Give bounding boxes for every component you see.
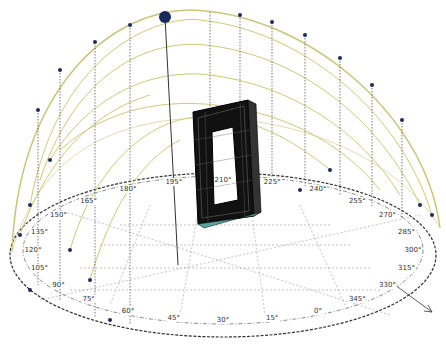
azimuth-label: 75°	[81, 295, 95, 303]
azimuth-label: 300°	[404, 246, 423, 254]
azimuth-label: 165°	[79, 197, 98, 205]
azimuth-label: 105°	[30, 264, 49, 272]
azimuth-label: 0°	[313, 307, 323, 315]
azimuth-label: 180°	[119, 185, 138, 193]
azimuth-label: 30°	[216, 316, 230, 324]
azimuth-label: 60°	[121, 307, 135, 315]
azimuth-label: 225°	[263, 178, 282, 186]
azimuth-label: 15°	[265, 314, 279, 322]
azimuth-label: 120°	[24, 246, 43, 254]
azimuth-label: 210°	[214, 176, 233, 184]
azimuth-label: 345°	[348, 295, 367, 303]
azimuth-label: 315°	[397, 264, 416, 272]
azimuth-label: 90°	[51, 281, 65, 289]
azimuth-label: 330°	[378, 281, 397, 289]
azimuth-label: 255°	[348, 197, 367, 205]
azimuth-label: 150°	[49, 211, 68, 219]
azimuth-label: 195°	[164, 178, 183, 186]
azimuth-label: 135°	[30, 228, 49, 236]
azimuth-label: 45°	[167, 314, 181, 322]
azimuth-label: 270°	[378, 211, 397, 219]
azimuth-label: 240°	[309, 185, 328, 193]
azimuth-label: 285°	[397, 228, 416, 236]
